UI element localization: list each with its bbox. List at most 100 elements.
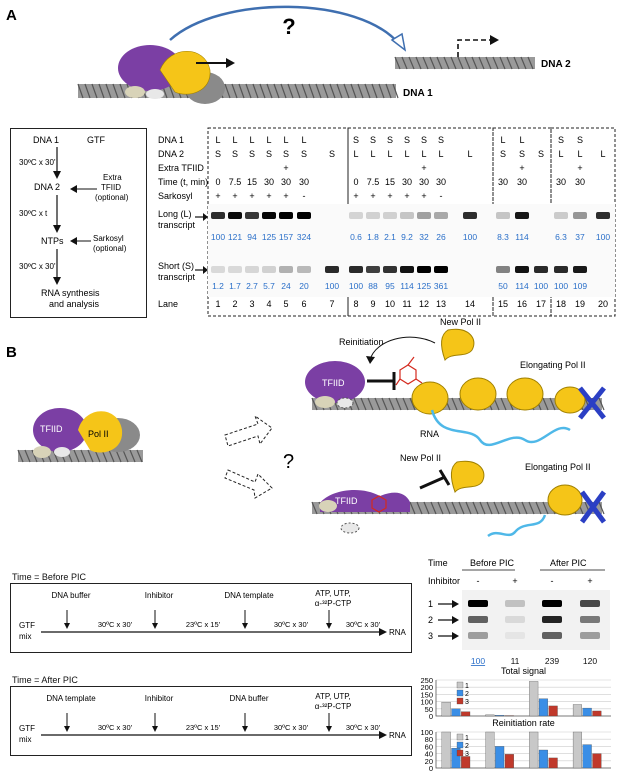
short-quant: 125	[417, 281, 431, 291]
row-label-dna2: DNA 2	[158, 149, 184, 159]
lane-sark: +	[404, 191, 409, 201]
lane-sark: +	[421, 191, 426, 201]
short-transcript-label-1: Short (S)	[158, 261, 194, 271]
short-quant: 100	[349, 281, 363, 291]
inhibitor-top-icon	[395, 356, 423, 386]
lane-number: 1	[215, 299, 220, 309]
long-quant: 0.6	[350, 232, 362, 242]
row-label-time: Time (t, min)	[158, 177, 208, 187]
incubation-label: 30ºC x 30'	[98, 723, 133, 732]
lane-dna2: L	[421, 149, 426, 159]
rna-out-label: RNA	[389, 731, 407, 740]
chart-bar	[441, 702, 451, 717]
row-label-dna1: DNA 1	[158, 135, 184, 145]
long-quant: 157	[279, 232, 293, 242]
dna2-label: DNA 2	[541, 59, 571, 70]
flow-step3: 30ºC x 30'	[19, 262, 56, 271]
gtf-mix-label-2: mix	[19, 735, 31, 744]
flow-step2: 30ºC x t	[19, 209, 48, 218]
long-band	[349, 212, 363, 219]
legend-label: 3	[465, 699, 469, 706]
lane-dna1: L	[301, 135, 306, 145]
short-quant: 109	[573, 281, 587, 291]
band-label: 3	[428, 631, 433, 641]
lane-number: 9	[370, 299, 375, 309]
lane-time: 0	[353, 177, 358, 187]
lane-tfiid: +	[283, 163, 288, 173]
tfiid-bottom	[320, 489, 410, 512]
long-quant: 32	[419, 232, 429, 242]
short-band	[573, 266, 587, 273]
gel-time-label: Time	[428, 558, 448, 568]
lane-time: 15	[385, 177, 395, 187]
lane-tfiid: +	[577, 163, 582, 173]
new-pol-top-icon	[441, 328, 475, 361]
chart-bar	[548, 757, 558, 769]
new-pol-bottom-icon	[451, 460, 485, 493]
y-tick-label: 250	[420, 676, 433, 685]
dna2-promoter-arrow	[457, 39, 492, 57]
long-quant: 37	[575, 232, 585, 242]
gtf-mix-label-1: GTF	[19, 724, 35, 733]
gel-b-band	[542, 600, 562, 607]
long-band	[262, 212, 276, 219]
long-quant: 100	[596, 232, 610, 242]
gel-b-band	[542, 632, 562, 639]
gel-after-pic: After PIC	[550, 558, 587, 568]
lane-time: 15	[247, 177, 257, 187]
block-x-bottom-icon	[579, 490, 607, 524]
band-label: 2	[428, 615, 433, 625]
long-arrow-icon	[203, 213, 208, 221]
protocol-step: Inhibitor	[145, 694, 174, 703]
flow-arrowhead-icon	[379, 731, 387, 739]
short-band	[366, 266, 380, 273]
flow-result-2: and analysis	[49, 299, 100, 309]
chart-bar	[461, 756, 471, 769]
lane-sark: +	[266, 191, 271, 201]
dashed-arrow-down	[224, 469, 273, 499]
lane-dna2: L	[353, 149, 358, 159]
protocol-step: α-³²P-CTP	[315, 702, 352, 711]
lane-number: 18	[556, 299, 566, 309]
long-quant: 125	[262, 232, 276, 242]
panel-a-label: A	[6, 7, 17, 24]
panel-b-question: ?	[283, 451, 294, 473]
inhibitor-sign: +	[587, 576, 592, 586]
protocol-step: α-³²P-CTP	[315, 599, 352, 608]
long-transcript-label-2: transcript	[158, 220, 196, 230]
short-band	[400, 266, 414, 273]
lane-dna2: L	[558, 149, 563, 159]
band-arrow-icon	[452, 616, 459, 624]
short-quant: 1.7	[229, 281, 241, 291]
long-quant: 9.2	[401, 232, 413, 242]
y-tick-label: 60	[425, 742, 433, 751]
lane-time: 7.5	[229, 177, 242, 187]
long-band	[245, 212, 259, 219]
lane-number: 8	[353, 299, 358, 309]
protocol-step: DNA buffer	[230, 694, 269, 703]
elongating-top-label: Elongating Pol II	[520, 360, 586, 370]
chart-bar	[485, 731, 495, 769]
incubation-label: 30ºC x 30'	[98, 620, 133, 629]
rna-top	[430, 409, 571, 447]
long-band	[279, 212, 293, 219]
dna2-arrowhead-icon	[490, 35, 499, 45]
lane-dna1: L	[500, 135, 505, 145]
lane-time: 30	[299, 177, 309, 187]
long-quant: 114	[515, 232, 529, 242]
short-quant: 1.2	[212, 281, 224, 291]
rna-bottom	[487, 514, 547, 538]
short-quant: 361	[434, 281, 448, 291]
protocol-step: Inhibitor	[145, 591, 174, 600]
protocol-step: DNA buffer	[52, 591, 91, 600]
y-tick-label: 100	[420, 698, 433, 707]
lane-sark: +	[370, 191, 375, 201]
lane-label: Lane	[158, 299, 178, 309]
pic-complex-b	[33, 408, 140, 458]
lane-dna1: S	[404, 135, 410, 145]
gel-image	[208, 204, 615, 297]
legend-swatch	[456, 749, 464, 757]
chart-bar	[572, 731, 582, 769]
